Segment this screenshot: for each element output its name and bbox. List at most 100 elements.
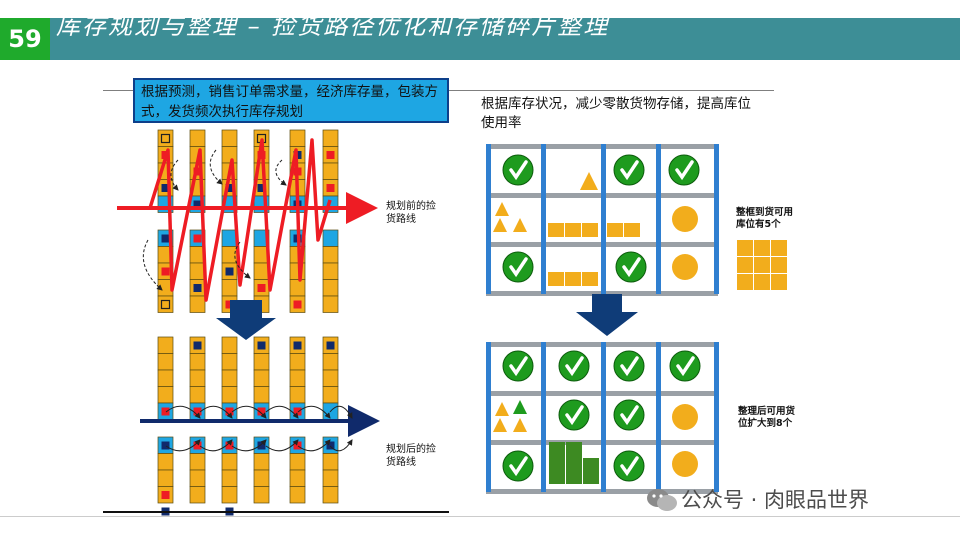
pick-slot-navy [193, 341, 202, 350]
pick-slot-navy [257, 184, 266, 192]
free-slot [754, 240, 770, 256]
after-pick-arrow [231, 405, 267, 419]
after-pick-arrow [199, 405, 233, 419]
after-pick-arrow [329, 405, 353, 419]
shelf-bin [157, 369, 174, 387]
pick-slot-empty [160, 133, 171, 144]
box-item [548, 272, 564, 286]
after-slot-note: 整理后可用货位扩大到8个 [738, 406, 796, 429]
rack-upright [541, 342, 546, 492]
triangle-item [513, 400, 527, 414]
triangle-item [495, 202, 509, 216]
pick-slot-navy [193, 284, 202, 292]
free-slot [771, 240, 787, 256]
shelf-bin [189, 453, 206, 471]
shelf-bin [289, 369, 306, 387]
free-slot [737, 240, 753, 256]
shelf-bin [289, 353, 306, 371]
rack-upright [541, 144, 546, 294]
after-pick-arrow [265, 405, 299, 419]
header-bar: 59 库存规划与整理 – 捡货路径优化和存储碎片整理 [0, 0, 960, 60]
triangle-item [493, 218, 507, 232]
check-disc [615, 251, 647, 283]
box-item [624, 223, 640, 237]
triangle-item [513, 218, 527, 232]
after-pick-arrow [199, 439, 233, 452]
shelf-bin [221, 386, 238, 404]
shelf-bin [221, 369, 238, 387]
down-arrow-right [576, 294, 638, 336]
check-mark [565, 405, 584, 426]
shelf-bin [253, 353, 270, 371]
stacked-box [566, 442, 582, 484]
free-slot [737, 274, 753, 290]
pick-slot-red [193, 167, 202, 176]
round-item [672, 451, 698, 477]
check-disc [613, 399, 645, 431]
pick-slot-navy [326, 341, 335, 350]
free-slot [754, 257, 770, 273]
shelf-bin [221, 336, 238, 354]
pick-slot-red [161, 407, 170, 416]
stacked-box [549, 442, 565, 484]
check-circle-icon [502, 154, 534, 186]
shelf-bin [289, 486, 306, 504]
check-disc [613, 154, 645, 186]
pick-slot-red [293, 300, 302, 309]
shelf-bin [322, 453, 339, 471]
round-item [672, 206, 698, 232]
check-mark [620, 405, 639, 426]
pick-slot-navy [161, 234, 170, 243]
before-route-label: 规划前的捡货路线 [386, 201, 436, 225]
check-disc [613, 350, 645, 382]
after-pick-arrow [297, 405, 331, 419]
footer-divider [0, 516, 960, 517]
check-disc [668, 154, 700, 186]
after-pick-arrow [165, 405, 201, 419]
shelf-bin [157, 453, 174, 471]
shelf-bin [157, 353, 174, 371]
check-mark [620, 160, 639, 181]
check-mark [509, 160, 528, 181]
shelf-bin [289, 279, 306, 297]
pick-slot-red [161, 491, 170, 499]
check-circle-icon [668, 154, 700, 186]
check-disc [502, 350, 534, 382]
check-mark [620, 456, 639, 477]
shelf-bin [221, 246, 238, 264]
pick-slot-red [225, 300, 234, 309]
shelf-bin [157, 129, 174, 147]
shelf-bin [322, 262, 339, 280]
pick-slot-red [293, 407, 302, 416]
shelf-bin [322, 229, 339, 247]
before-detour-arrow [275, 159, 287, 186]
shelf-bin [189, 262, 206, 280]
check-disc [558, 399, 590, 431]
right-intro-text: 根据库存状况，减少零散货物存储，提高库位使用率 [481, 96, 751, 131]
shelf-bin [157, 295, 174, 313]
after-pick-arrow [265, 439, 299, 452]
title-band [50, 18, 960, 60]
pick-slot-red [257, 407, 266, 416]
pick-slot-navy [293, 341, 302, 350]
check-mark [565, 356, 584, 377]
before-detour-arrow [142, 239, 163, 291]
rack-upright [656, 144, 661, 294]
check-disc [613, 450, 645, 482]
shelf-bin [157, 336, 174, 354]
shelf-bin [157, 386, 174, 404]
free-slot [771, 274, 787, 290]
pick-slot-navy [257, 441, 266, 450]
shelf-bin [322, 279, 339, 297]
check-mark [509, 456, 528, 477]
round-item [672, 254, 698, 280]
triangle-item [513, 418, 527, 432]
shelf-bin [221, 486, 238, 504]
shelf-bin [322, 129, 339, 147]
shelf-bin [221, 453, 238, 471]
check-disc [669, 350, 701, 382]
after-pick-arrow [165, 439, 201, 452]
shelf-bin [253, 386, 270, 404]
check-mark [622, 257, 641, 278]
pick-slot-red [161, 267, 170, 276]
